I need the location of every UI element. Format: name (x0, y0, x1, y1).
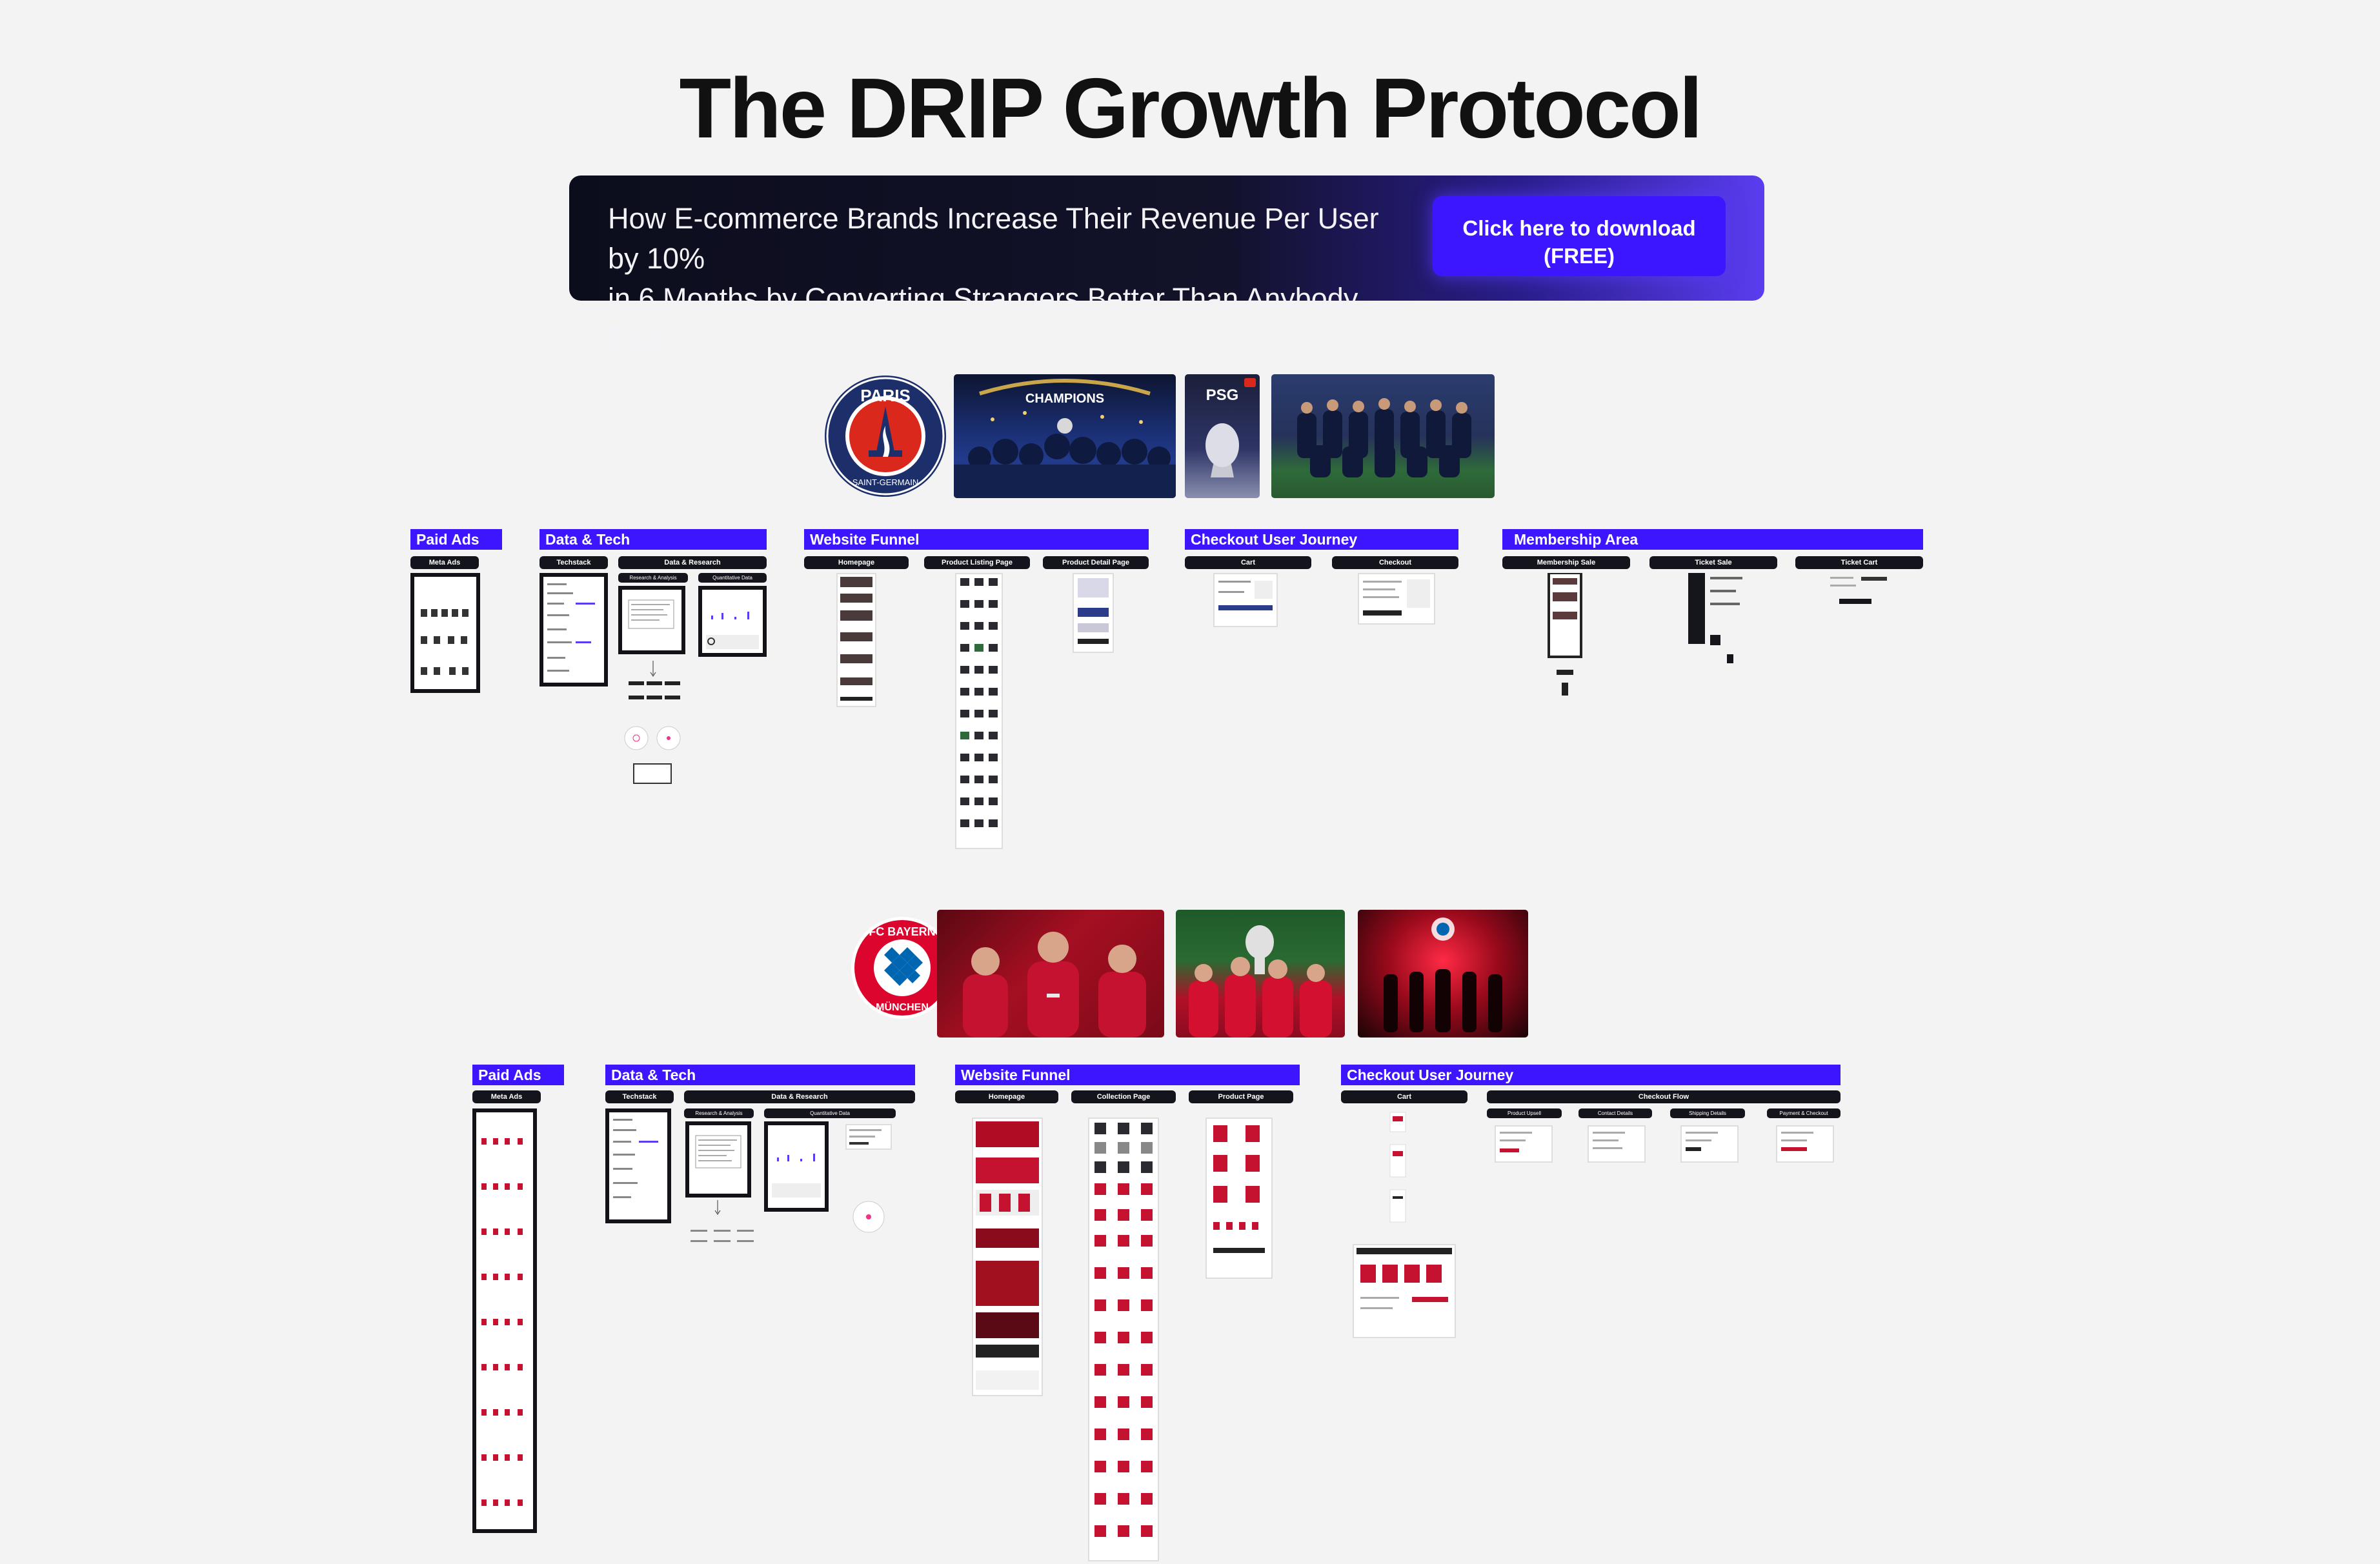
banner-line-1: How E-commerce Brands Increase Their Rev… (608, 202, 1379, 275)
psg-techstack-board (540, 573, 608, 687)
psg-paid-ads-header: Paid Ads (410, 529, 502, 550)
psg-ticket-sale-label: Ticket Sale (1649, 556, 1777, 569)
bayern-cart-expanded-thumb (1353, 1244, 1456, 1338)
psg-data-flow-diagram (620, 658, 691, 787)
bayern-shipping-details-label: Shipping Details (1670, 1108, 1745, 1118)
bayern-product-thumb (1205, 1118, 1273, 1279)
psg-pdp-label: Product Detail Page (1043, 556, 1149, 569)
bayern-data-research-label: Data & Research (684, 1090, 915, 1103)
bayern-cart-label: Cart (1341, 1090, 1467, 1103)
bayern-product-upsell-label: Product Upsell (1487, 1108, 1562, 1118)
bayern-techstack-board (605, 1108, 671, 1223)
psg-research-analysis-label: Research & Analysis (618, 573, 688, 583)
banner-headline: How E-commerce Brands Increase Their Rev… (608, 199, 1415, 359)
psg-cart-thumb (1213, 573, 1278, 627)
bayern-checkout-flow-label: Checkout Flow (1487, 1090, 1840, 1103)
bayern-quant-side-thumb (845, 1124, 892, 1150)
bayern-techstack-label: Techstack (605, 1090, 674, 1103)
psg-champions-photo: CHAMPIONS (954, 374, 1176, 498)
champions-text: CHAMPIONS (1025, 392, 1104, 406)
psg-logo: PARIS SAINT-GERMAIN (823, 374, 947, 498)
psg-ticket-cart-thumb (1826, 573, 1897, 612)
bayern-collection-thumb (1088, 1118, 1159, 1561)
psg-poster-photo: PSG (1185, 374, 1260, 498)
bayern-paid-ads-header: Paid Ads (472, 1065, 564, 1085)
bayern-meta-ads-label: Meta Ads (472, 1090, 541, 1103)
bayern-cart-thumb (1371, 1106, 1422, 1230)
psg-membership-header: Membership Area (1502, 529, 1923, 550)
psg-homepage-label: Homepage (804, 556, 909, 569)
bayern-logo-top-text: FC BAYERN (869, 925, 935, 938)
banner-line-2: in 6 Months by Converting Strangers Bett… (608, 282, 1358, 355)
psg-quantitative-data-label: Quantitative Data (698, 573, 767, 583)
psg-poster-text: PSG (1206, 386, 1239, 404)
bayern-homepage-thumb (972, 1118, 1043, 1396)
psg-website-funnel-header: Website Funnel (804, 529, 1149, 550)
bayern-shipping-details-thumb (1680, 1125, 1739, 1163)
download-banner: How E-commerce Brands Increase Their Rev… (569, 175, 1764, 355)
psg-techstack-label: Techstack (540, 556, 608, 569)
bayern-data-flow-diagram (684, 1161, 929, 1265)
psg-plp-label: Product Listing Page (924, 556, 1030, 569)
bayern-homepage-label: Homepage (955, 1090, 1058, 1103)
bayern-logo-bottom-text: MÜNCHEN (876, 1001, 929, 1013)
bayern-meta-ads-board (472, 1108, 537, 1533)
psg-membership-thumb (1542, 572, 1588, 701)
bayern-checkout-journey-header: Checkout User Journey (1341, 1065, 1840, 1085)
download-button[interactable]: Click here to download (FREE) (1433, 196, 1726, 276)
bayern-payment-checkout-thumb (1776, 1125, 1834, 1163)
bayern-collection-label: Collection Page (1071, 1090, 1176, 1103)
psg-pdp-thumb (1073, 573, 1114, 653)
psg-homepage-thumb (836, 573, 876, 707)
download-button-label: Click here to download (1462, 216, 1696, 240)
psg-meta-ads-label: Meta Ads (410, 556, 479, 569)
psg-quant-board (698, 586, 767, 657)
bayern-quantitative-data-label: Quantitative Data (764, 1108, 896, 1118)
bayern-quant-board (764, 1121, 829, 1212)
bayern-research-board (685, 1121, 751, 1198)
psg-checkout-thumb (1358, 573, 1435, 625)
bayern-players-photo (937, 910, 1164, 1038)
bayern-contact-details-label: Contact Details (1578, 1108, 1652, 1118)
psg-data-tech-header: Data & Tech (540, 529, 767, 550)
psg-checkout-journey-header: Checkout User Journey (1185, 529, 1458, 550)
psg-ticket-cart-label: Ticket Cart (1795, 556, 1923, 569)
bayern-trophy-photo (1176, 910, 1345, 1038)
psg-plp-thumb (955, 573, 1003, 849)
psg-logo-bottom-text: SAINT-GERMAIN (852, 477, 919, 487)
psg-meta-ads-board (410, 573, 480, 693)
bayern-data-tech-header: Data & Tech (605, 1065, 915, 1085)
bayern-contact-details-thumb (1588, 1125, 1646, 1163)
bayern-website-funnel-header: Website Funnel (955, 1065, 1300, 1085)
bayern-research-analysis-label: Research & Analysis (684, 1108, 754, 1118)
psg-logo-top-text: PARIS (860, 386, 911, 405)
psg-cart-label: Cart (1185, 556, 1311, 569)
psg-team-photo (1271, 374, 1495, 498)
bayern-payment-checkout-label: Payment & Checkout (1767, 1108, 1840, 1118)
bayern-product-upsell-thumb (1495, 1125, 1553, 1163)
psg-data-research-label: Data & Research (618, 556, 767, 569)
psg-checkout-label: Checkout (1332, 556, 1458, 569)
page-title: The DRIP Growth Protocol (679, 61, 1703, 155)
bayern-product-page-label: Product Page (1189, 1090, 1293, 1103)
bayern-tunnel-photo (1358, 910, 1528, 1038)
psg-research-board (618, 586, 685, 654)
bayern-logo: FC BAYERN MÜNCHEN (851, 916, 954, 1019)
psg-membership-sale-label: Membership Sale (1502, 556, 1630, 569)
psg-ticket-sale-thumb (1684, 573, 1749, 670)
download-button-sublabel: (FREE) (1544, 244, 1615, 268)
